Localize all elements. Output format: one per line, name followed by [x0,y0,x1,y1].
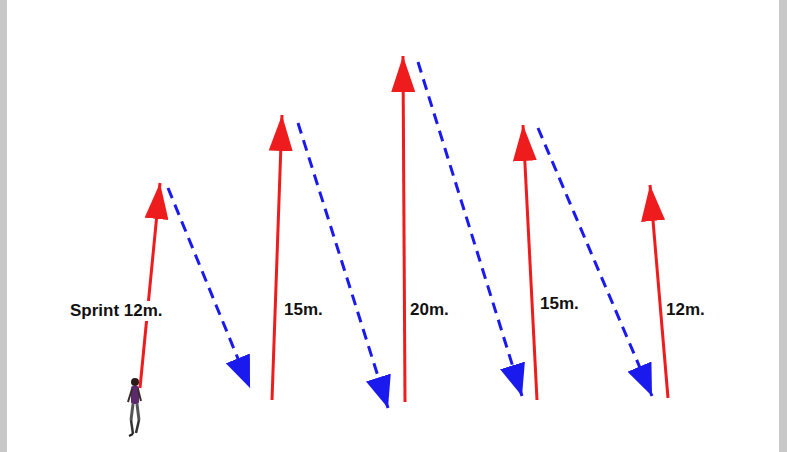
jog-back-arrow [298,123,388,408]
jog-back-arrow [168,188,250,388]
sprint-arrow [403,56,405,402]
jog-back-arrow [418,62,522,396]
frame-edge [779,0,787,452]
distance-label: 20m. [408,300,451,320]
distance-label: 12m. [664,300,707,320]
jog-back-arrow [538,128,652,396]
sprint-arrow [650,185,668,398]
frame-edge [0,0,7,452]
runner-figure [128,378,141,436]
sprint-arrow [140,183,160,388]
distance-label: Sprint 12m. [68,301,165,321]
distance-label: 15m. [282,300,325,320]
sprint-arrow [272,115,282,400]
distance-label: 15m. [538,294,581,314]
sprint-arrow [523,125,537,400]
